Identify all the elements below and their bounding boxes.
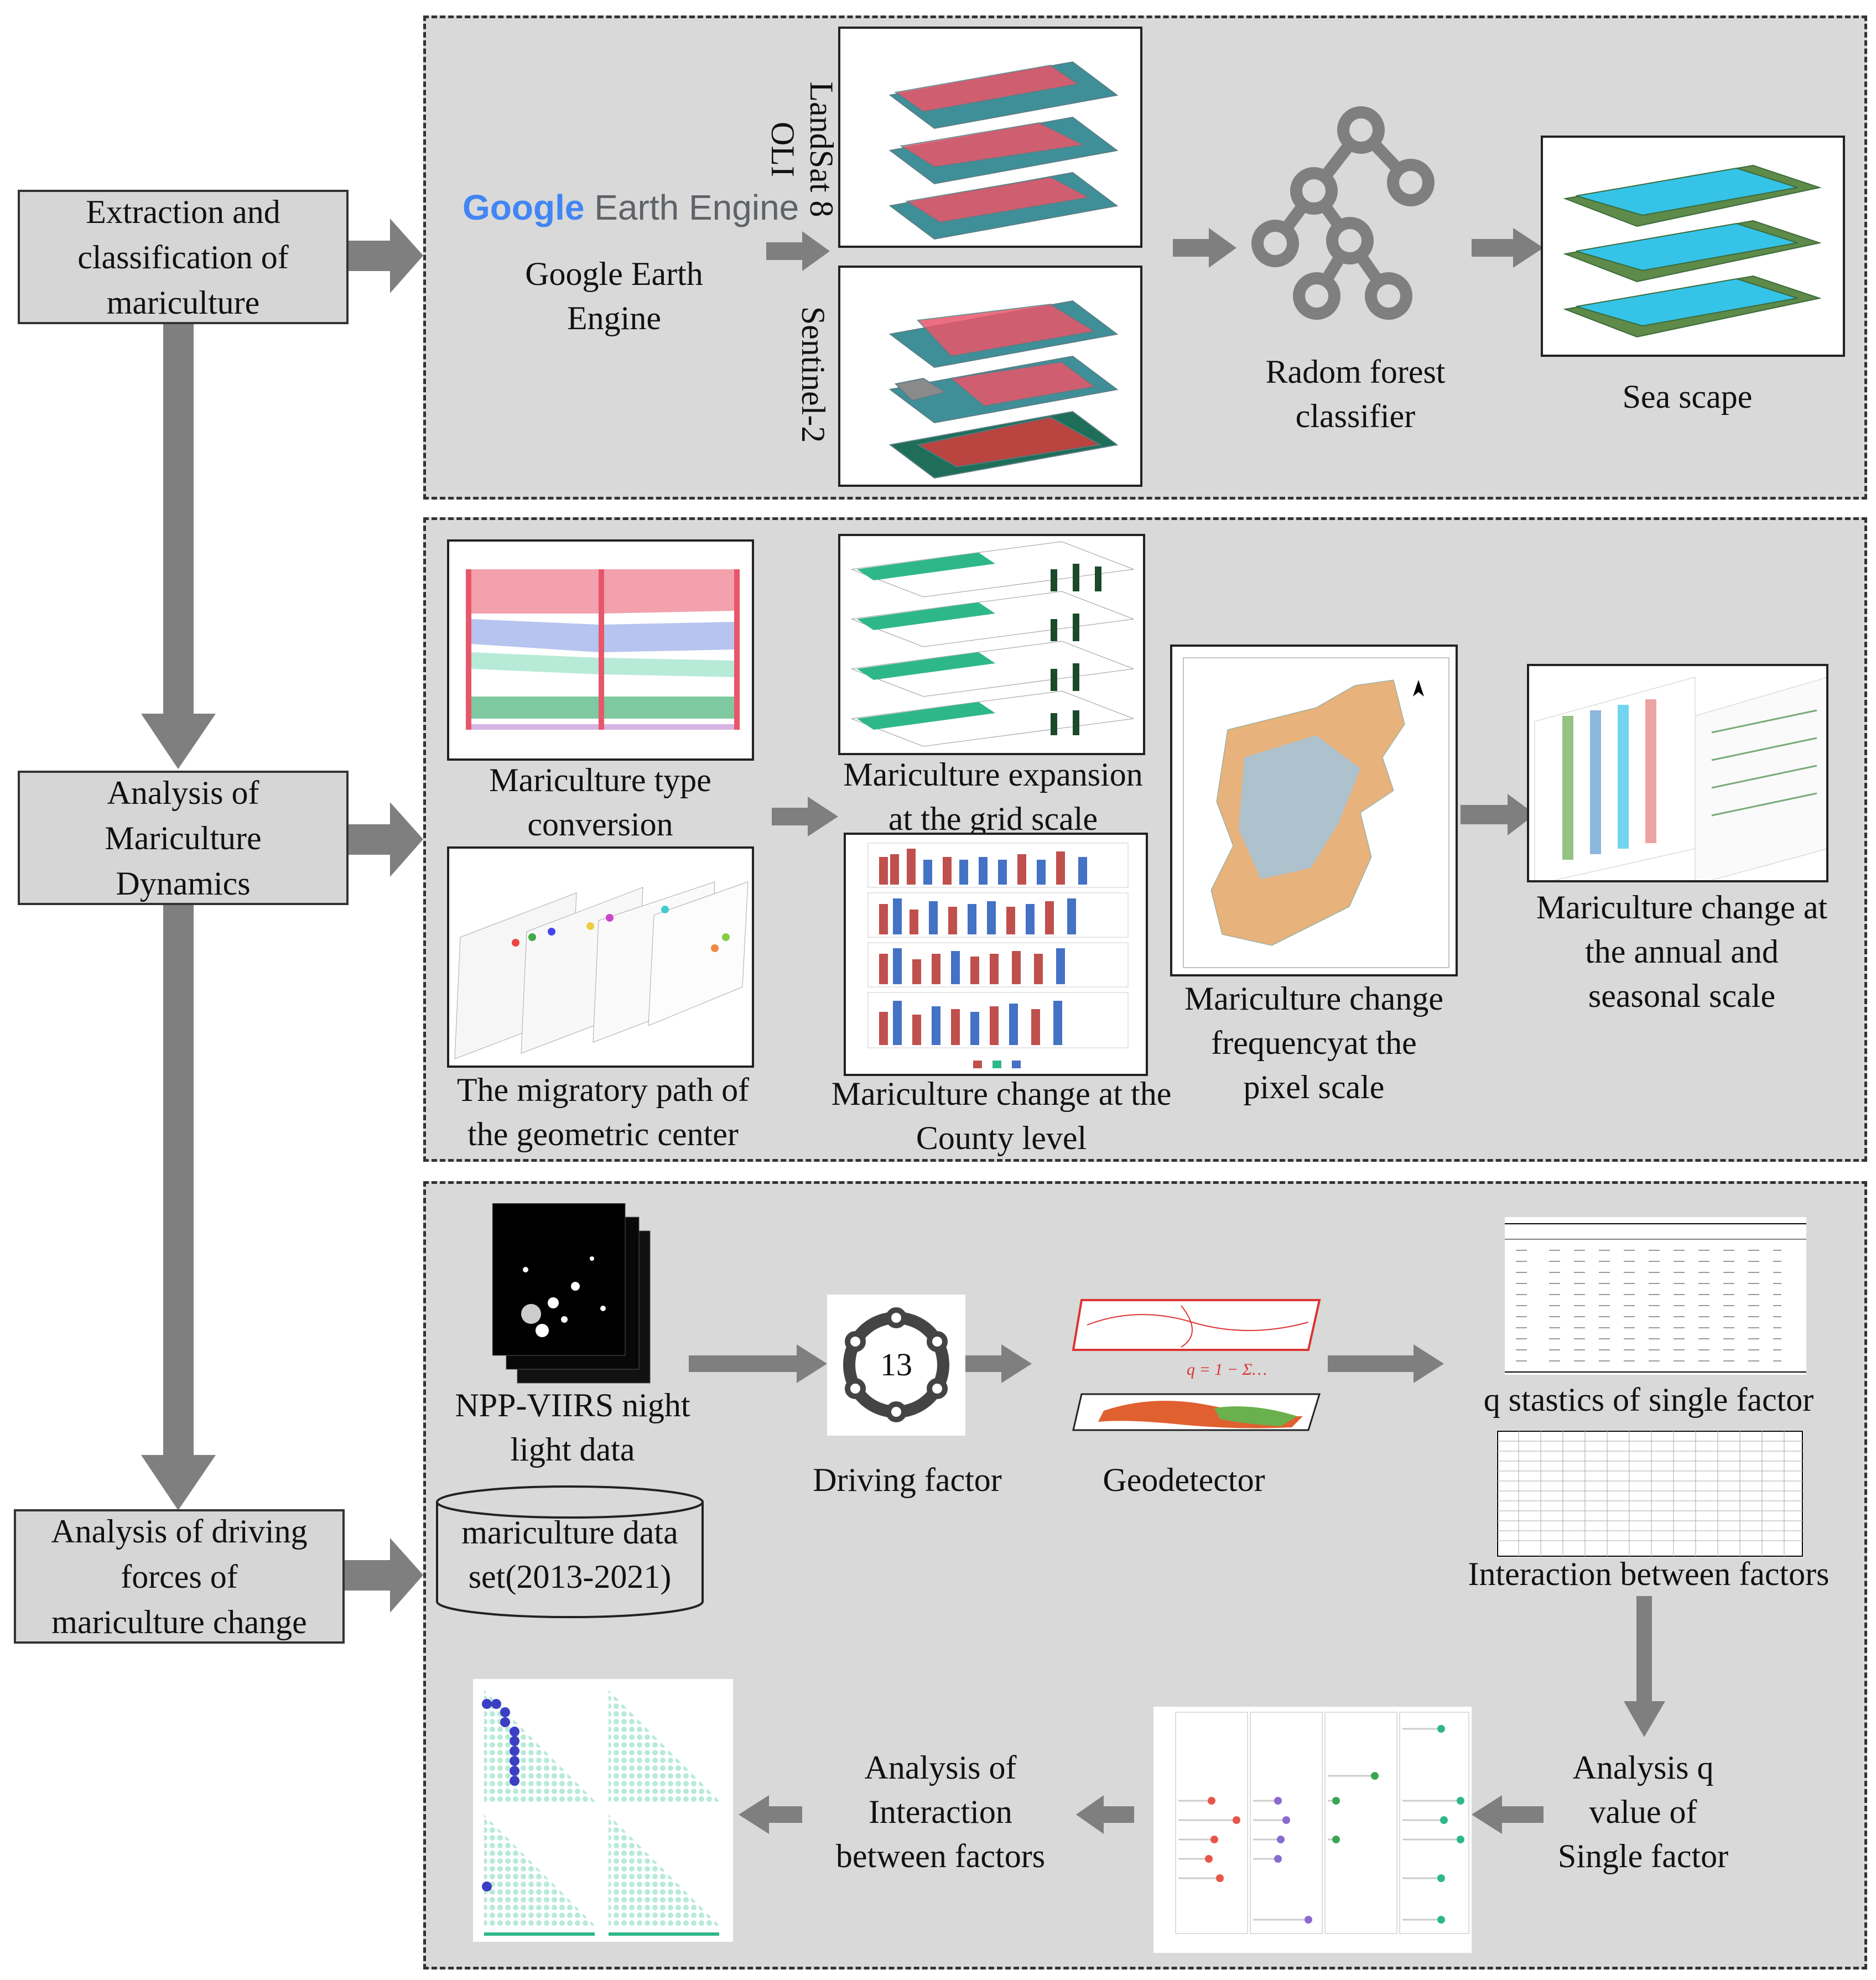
type-conversion-label: Mariculture type conversion	[489, 762, 711, 843]
step-extraction-classification: Extraction and classification of maricul…	[18, 190, 349, 324]
migratory-path-image	[447, 846, 754, 1068]
step-driving-forces: Analysis of driving forces of maricultur…	[14, 1509, 345, 1644]
grid-expansion-image	[838, 534, 1145, 755]
driving-factor-box: 13	[827, 1295, 965, 1436]
seascape-label: Sea scape	[1622, 378, 1753, 415]
county-bar-panel-4	[867, 992, 1129, 1068]
q-statistics-table	[1505, 1217, 1806, 1375]
county-bar-panel-1	[867, 843, 1129, 888]
county-bar-panel-2	[867, 892, 1129, 938]
step-mariculture-dynamics: Analysis of Mariculture Dynamics	[18, 771, 349, 905]
gee-logo: Google Earth Engine	[462, 187, 799, 228]
dataset-label: mariculture data set(2013-2021)	[461, 1514, 678, 1595]
annual-seasonal-label: Mariculture change at the annual and sea…	[1536, 889, 1828, 1014]
driving-factor-label: Driving factor	[813, 1462, 1002, 1498]
npp-night-light-stack	[492, 1203, 653, 1386]
seascape-image-stack	[1541, 136, 1845, 357]
single-factor-lollipop-chart	[1153, 1707, 1472, 1953]
gee-logo-earth-engine: Earth Engine	[594, 188, 799, 227]
dataset-cylinder-icon	[436, 1485, 704, 1618]
type-conversion-sankey	[447, 539, 754, 761]
landsat-image-stack	[838, 27, 1142, 248]
npp-label: NPP-VIIRS night light data	[455, 1387, 690, 1468]
county-bar-panel-3	[867, 942, 1129, 988]
gee-logo-google: Google	[462, 188, 585, 227]
annual-seasonal-image	[1527, 664, 1828, 882]
pixel-frequency-map	[1170, 645, 1458, 976]
county-level-label: Mariculture change at the County level	[831, 1075, 1172, 1156]
landsat-layer	[888, 61, 1119, 240]
geodetector-label: Geodetector	[1103, 1462, 1265, 1498]
sentinel-image-stack	[838, 266, 1142, 487]
random-forest-icon	[1251, 106, 1435, 320]
interaction-label: Interaction between factors	[1468, 1556, 1830, 1592]
svg-text:q = 1 − Σ…: q = 1 − Σ…	[1187, 1360, 1267, 1379]
factor-count: 13	[880, 1347, 912, 1383]
interaction-dot-matrix	[473, 1679, 733, 1942]
grid-expansion-label: Mariculture expansion at the grid scale	[843, 756, 1143, 837]
analysis-q-label: Analysis q value of Single factor	[1557, 1749, 1729, 1874]
interaction-table	[1496, 1430, 1804, 1557]
pixel-frequency-label: Mariculture change frequencyat the pixel…	[1184, 980, 1444, 1105]
migratory-path-label: The migratory path of the geometric cent…	[456, 1072, 750, 1152]
geodetector-image: q = 1 − Σ…	[1070, 1295, 1325, 1433]
county-level-charts	[844, 833, 1148, 1076]
rf-label: Radom forest classifier	[1265, 354, 1446, 434]
q-statistics-label: q stastics of single factor	[1483, 1381, 1814, 1418]
gee-label: Google Earth Engine	[525, 256, 703, 336]
driving-factor-ring-icon	[843, 1307, 949, 1422]
analysis-interaction-label: Analysis of Interaction between factors	[835, 1749, 1046, 1874]
